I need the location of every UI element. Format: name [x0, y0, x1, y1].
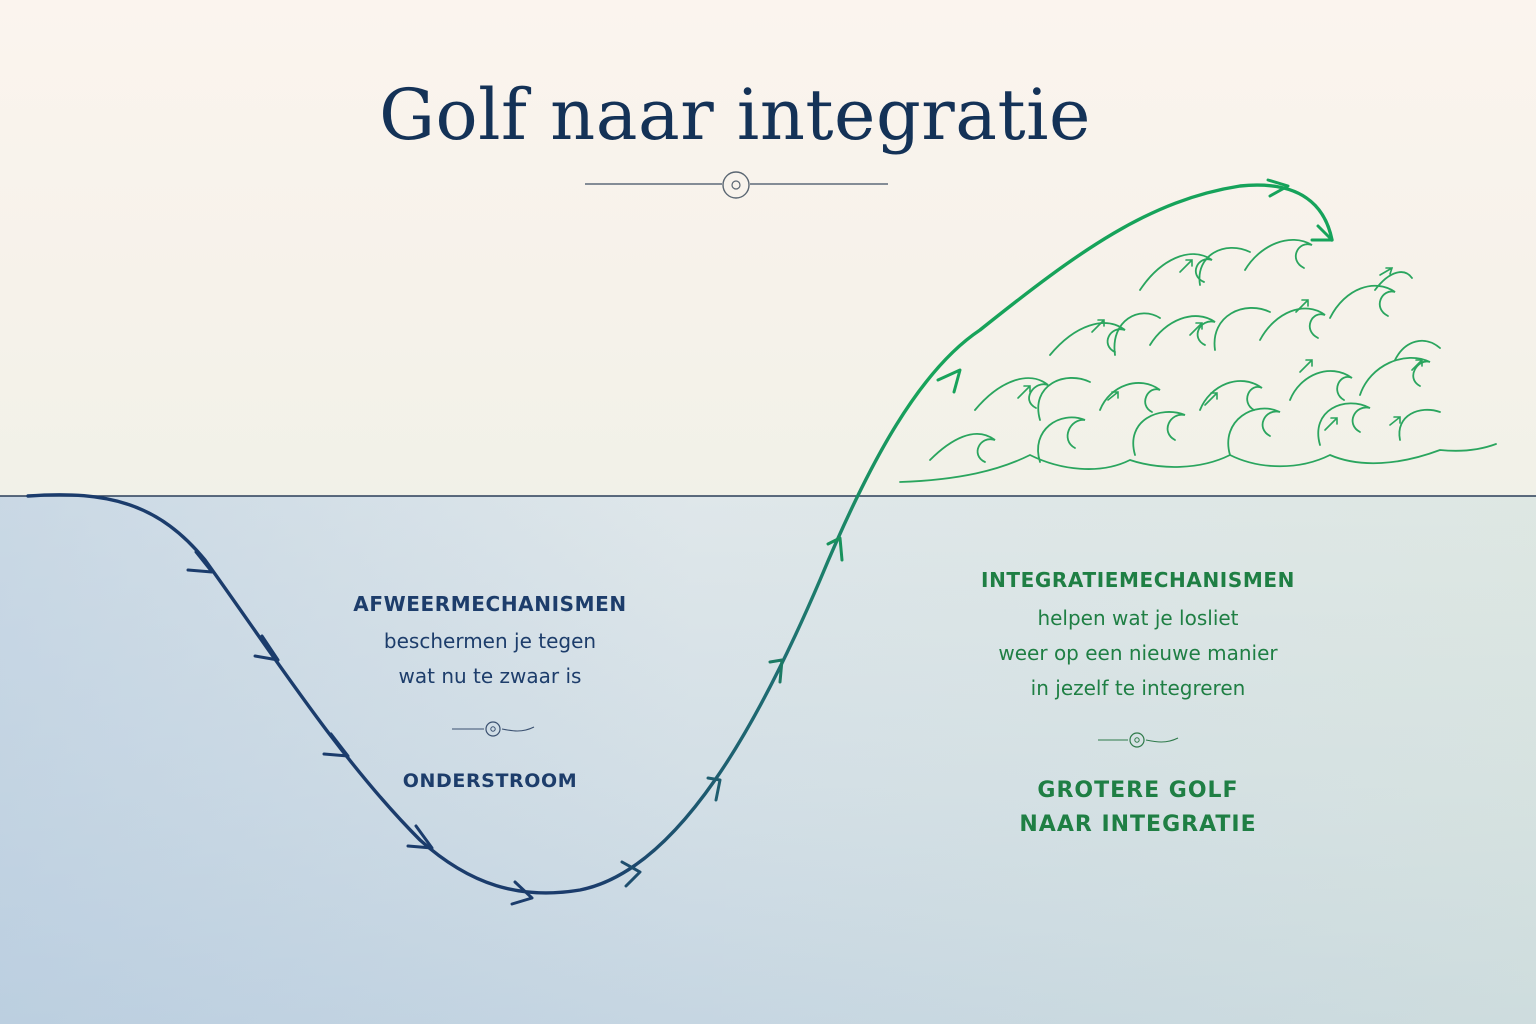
left-line-1: beschermen je tegen: [383, 629, 597, 653]
sky-background: [0, 0, 1536, 496]
wave-arrow-marks: [1017, 259, 1423, 431]
right-line-3: in jezelf te integreren: [1030, 676, 1246, 700]
left-divider-ornament: [452, 721, 535, 737]
right-heading: INTEGRATIEMECHANISMEN: [981, 568, 1295, 592]
right-divider-ornament: [1098, 732, 1179, 748]
left-label: ONDERSTROOM: [402, 770, 578, 792]
flow-arrowheads: [186, 178, 1334, 906]
water-background: [0, 496, 1536, 1024]
title-divider-ornament: [585, 171, 888, 199]
left-heading: AFWEERMECHANISMEN: [353, 592, 627, 616]
water-tint: [0, 496, 1536, 1024]
right-line-1: helpen wat je losliet: [1037, 606, 1239, 630]
right-label-line-1: GROTERE GOLF: [1037, 778, 1239, 803]
page-title: Golf naar integratie: [379, 74, 1091, 156]
integration-waves: [899, 239, 1497, 483]
left-line-2: wat nu te zwaar is: [398, 664, 582, 688]
right-line-2: weer op een nieuwe manier: [998, 641, 1278, 665]
right-label-line-2: NAAR INTEGRATIE: [1019, 812, 1257, 837]
